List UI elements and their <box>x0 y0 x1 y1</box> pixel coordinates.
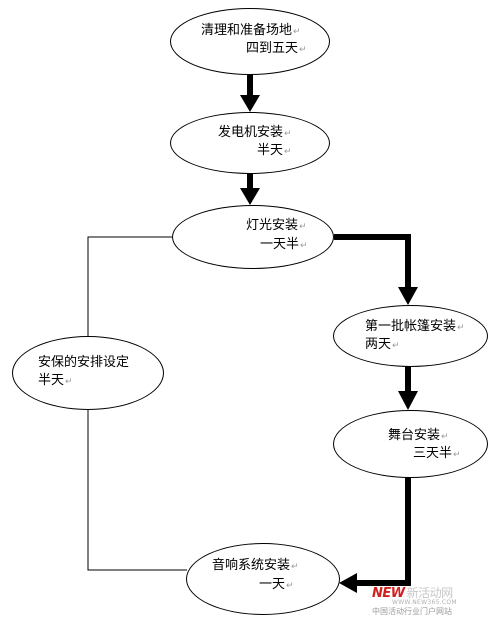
node-tent-install <box>333 305 488 367</box>
sound-duration-label: 一天 <box>259 577 286 592</box>
paragraph-mark-icon: ↵ <box>286 581 294 591</box>
stage-task-label: 舞台安装 <box>388 428 441 443</box>
paragraph-mark-icon: ↵ <box>284 129 292 139</box>
watermark-subtitle: 中国活动行业门户网站 <box>372 607 452 616</box>
security-duration-label: 半天 <box>38 373 65 388</box>
arrowhead-stage-sound <box>339 573 357 593</box>
sound-task-label: 音响系统安装 <box>212 558 291 573</box>
stage-duration-label: 三天半 <box>413 446 453 461</box>
lighting-duration-label: 一天半 <box>260 237 300 252</box>
edge-lighting-security <box>87 236 175 336</box>
node-generator-install <box>170 112 330 174</box>
tent-duration-label: 两天 <box>365 337 392 352</box>
watermark-logo-red: NEW <box>372 586 405 601</box>
node-stage-install <box>333 410 488 478</box>
paragraph-mark-icon: ↵ <box>293 27 301 37</box>
paragraph-mark-icon: ↵ <box>441 432 449 442</box>
lighting-task-label: 灯光安装 <box>246 218 299 233</box>
paragraph-mark-icon: ↵ <box>65 377 73 387</box>
generator-duration-label: 半天 <box>257 143 284 158</box>
edge-stage-sound <box>355 476 411 586</box>
edge-security-sound <box>87 409 187 571</box>
site-task-label: 清理和准备场地 <box>201 23 293 38</box>
paragraph-mark-icon: ↵ <box>299 222 307 232</box>
paragraph-mark-icon: ↵ <box>284 147 292 157</box>
arrowhead-lighting-tent <box>398 287 418 305</box>
paragraph-mark-icon: ↵ <box>453 450 461 460</box>
site-duration-label: 四到五天 <box>246 41 299 56</box>
paragraph-mark-icon: ↵ <box>457 323 465 333</box>
node-sound-system-install <box>186 543 340 615</box>
paragraph-mark-icon: ↵ <box>291 562 299 572</box>
generator-task-label: 发电机安装 <box>218 125 284 140</box>
paragraph-mark-icon: ↵ <box>300 241 308 251</box>
tent-task-label: 第一批帐篷安装 <box>365 319 457 334</box>
watermark-logo-text: 新活动网 <box>406 586 454 600</box>
node-security-setup <box>12 336 164 410</box>
node-site-preparation <box>170 8 330 75</box>
edge-lighting-tent <box>334 234 411 290</box>
security-task-label: 安保的安排设定 <box>38 355 130 370</box>
watermark-url: WWW.NEW365.COM <box>392 599 457 606</box>
arrowhead-generator-lighting <box>240 188 260 205</box>
paragraph-mark-icon: ↵ <box>392 341 400 351</box>
node-lighting-install <box>172 205 334 269</box>
arrowhead-site-generator <box>240 95 260 112</box>
paragraph-mark-icon: ↵ <box>299 45 307 55</box>
arrowhead-tent-stage <box>398 391 418 410</box>
